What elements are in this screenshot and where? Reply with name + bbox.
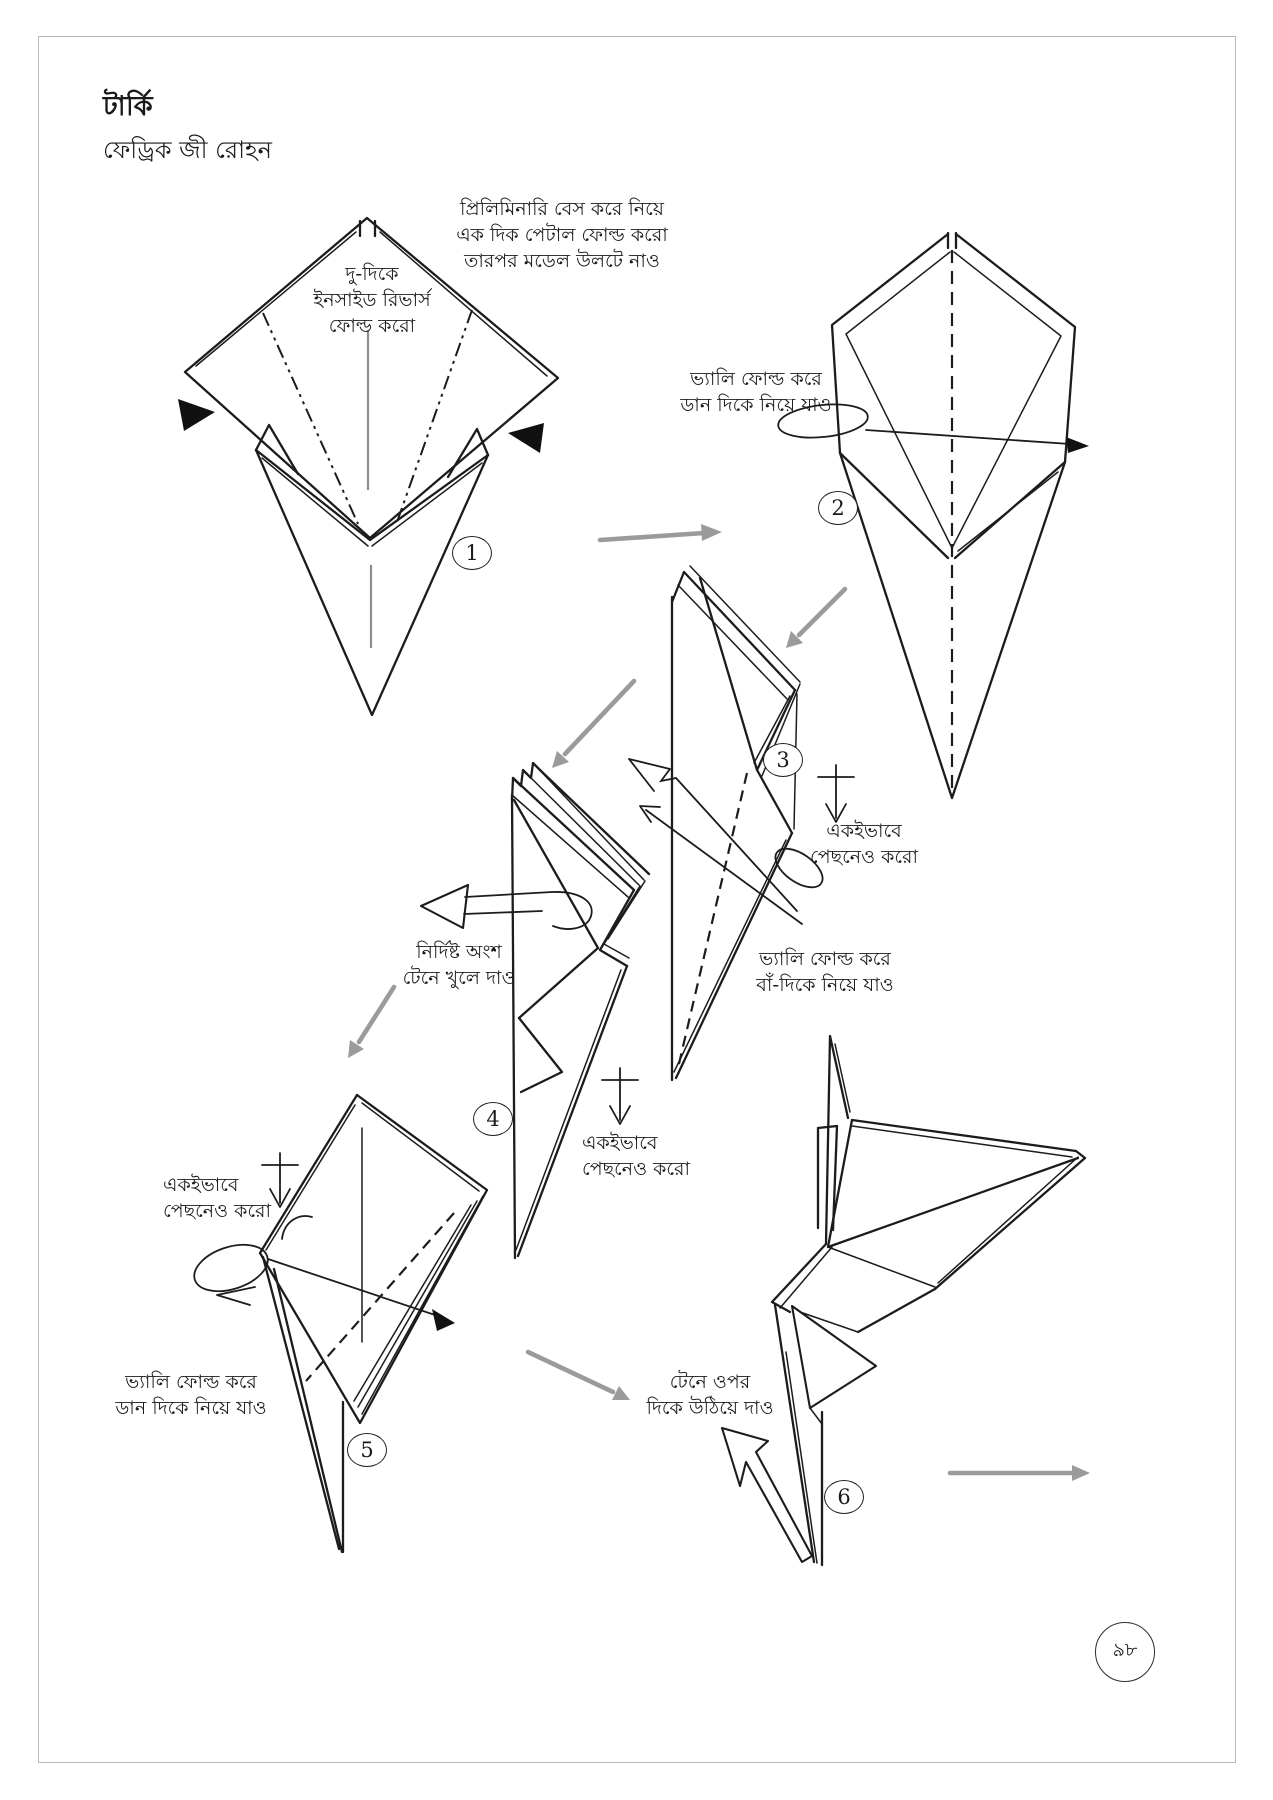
arrow-step6-next bbox=[947, 1465, 1090, 1481]
valley-fold-line bbox=[676, 772, 749, 1069]
pull-open-arrow bbox=[628, 758, 798, 912]
instruction-step3-repeat-behind: একইভাবে পেছনেও করো bbox=[809, 820, 919, 868]
top-notch bbox=[946, 231, 958, 250]
repeat-behind-symbol-step4 bbox=[601, 1067, 639, 1125]
reverse-fold-line-right bbox=[396, 309, 473, 523]
instruction-step6-pull-up: টেনে ওপর দিকে উঠিয়ে দাও bbox=[646, 1371, 774, 1419]
step-6-badge: 6 bbox=[824, 1480, 864, 1514]
pull-open-arrow-shaft bbox=[464, 891, 593, 930]
step-2-badge: 2 bbox=[818, 491, 858, 525]
repeat-behind-symbol-step5 bbox=[261, 1152, 299, 1208]
fold-direction-arrow bbox=[639, 805, 803, 925]
fold-direction-arrow bbox=[865, 429, 1071, 445]
pull-open-arrowhead-icon bbox=[419, 883, 470, 930]
fold-direction-arrow bbox=[267, 1258, 439, 1317]
figure-step-6 bbox=[720, 1034, 1087, 1567]
instruction-step5-repeat-behind: একইভাবে পেছনেও করো bbox=[163, 1174, 272, 1222]
step-4-badge: 4 bbox=[473, 1102, 513, 1136]
arrow-step4-to-step5 bbox=[348, 984, 397, 1058]
instruction-step1-top: প্রিলিমিনারি বেস করে নিয়ে এক দিক পেটাল … bbox=[456, 198, 668, 272]
figure-step-2 bbox=[777, 231, 1089, 800]
fold-arrowhead-left-icon bbox=[178, 399, 215, 431]
instruction-step3-valley-fold: ভ্যালি ফোল্ড করে বাঁ-দিকে নিয়ে যাও bbox=[756, 948, 894, 996]
figure-step-4 bbox=[419, 761, 651, 1260]
page-title: টার্কি bbox=[103, 91, 154, 122]
figure-step-1 bbox=[178, 216, 560, 717]
page-number-badge: ৯৮ bbox=[1095, 1622, 1155, 1682]
figure-step-3 bbox=[628, 565, 824, 1082]
wrap-around-loop bbox=[193, 1243, 269, 1293]
wrap-around-loop bbox=[777, 403, 869, 439]
head-flap bbox=[790, 1304, 878, 1410]
arrow-step5-to-step6 bbox=[525, 1349, 630, 1400]
loop-arrow-beak bbox=[216, 1286, 256, 1306]
arrow-step1-to-step2 bbox=[597, 524, 722, 543]
reverse-fold-line-left bbox=[262, 312, 359, 525]
instruction-step2-valley-fold: ভ্যালি ফোল্ড করে ডান দিকে নিয়ে যাও bbox=[680, 368, 832, 416]
step-1-badge: 1 bbox=[452, 536, 492, 570]
instruction-step4-pull-open: নির্দিষ্ট অংশ টেনে খুলে দাও bbox=[402, 941, 516, 989]
center-crease-line bbox=[366, 330, 373, 648]
arrow-step3-to-step4 bbox=[552, 678, 637, 768]
author-name: ফেড্রিক জী রোহন bbox=[103, 136, 272, 164]
instruction-step5-valley-fold: ভ্যালি ফোল্ড করে ডান দিকে নিয়ে যাও bbox=[115, 1371, 267, 1419]
figure-step-5 bbox=[193, 1093, 489, 1554]
step-3-badge: 3 bbox=[763, 743, 803, 777]
wrap-around-loop bbox=[774, 847, 824, 889]
fold-arrowhead-right-icon bbox=[508, 423, 544, 453]
page-number: ৯৮ bbox=[1112, 1639, 1138, 1661]
arrow-step2-to-step3 bbox=[786, 586, 848, 648]
repeat-behind-symbol-step3 bbox=[817, 764, 855, 823]
instruction-step1-inside-reverse: দু-দিকে ইনসাইড রিভার্স ফোল্ড করো bbox=[313, 263, 431, 337]
pull-up-open-arrow-icon bbox=[720, 1426, 814, 1564]
step-5-badge: 5 bbox=[347, 1433, 387, 1467]
top-notch bbox=[358, 219, 377, 238]
instruction-step4-repeat-behind: একইভাবে পেছনেও করো bbox=[582, 1132, 691, 1180]
